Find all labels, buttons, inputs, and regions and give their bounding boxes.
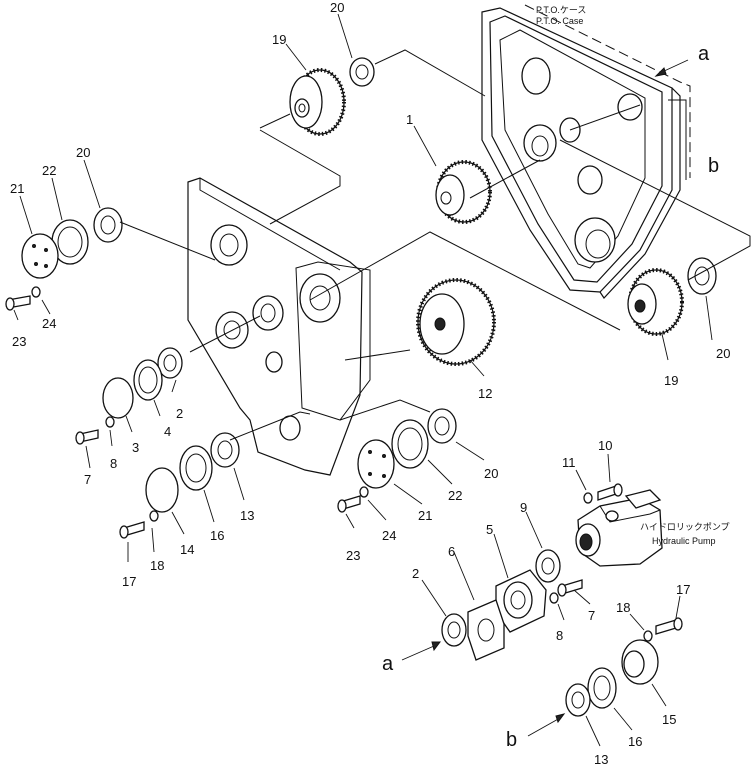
- part-label: 13: [240, 508, 254, 523]
- part-label: 14: [180, 542, 194, 557]
- part-label: 4: [164, 424, 171, 439]
- arrow-b-bottom: [527, 713, 566, 737]
- bolt-7: [75, 416, 115, 445]
- cover-21-mid: [357, 439, 395, 489]
- caption-hydraulic-pump-jp: ハイドロリックポンプ: [640, 522, 730, 532]
- part-label: 18: [150, 558, 164, 573]
- part-label: 21: [10, 181, 24, 196]
- assembly-lines: [119, 49, 751, 441]
- part-label: 1: [406, 112, 413, 127]
- gear-12: [416, 278, 496, 366]
- part-label: 7: [84, 472, 91, 487]
- part-label: 13: [594, 752, 608, 767]
- part-label: 23: [346, 548, 360, 563]
- part-label: 2: [176, 406, 183, 421]
- caption-pto-case-en: P.T.O. Case: [536, 16, 583, 26]
- bearing-20-right: [687, 257, 717, 295]
- bearing-20-mid: [427, 408, 457, 444]
- part-label: 12: [478, 386, 492, 401]
- part-label: 19: [664, 373, 678, 388]
- callout-a-top: a: [698, 43, 710, 65]
- bolt-17: [119, 510, 159, 539]
- callout-b-bottom: b: [506, 729, 517, 751]
- cover-14: [145, 467, 179, 513]
- bearing-13-low: [565, 683, 591, 717]
- caption-pto-case-jp: P.T.O.ケース: [536, 5, 586, 15]
- part-label: 11: [562, 455, 576, 470]
- gasket-6: [467, 599, 505, 661]
- gasket-22-mid: [391, 419, 429, 469]
- bearing-2: [157, 347, 183, 379]
- part-label: 21: [418, 508, 432, 523]
- part-label: 7: [588, 608, 595, 623]
- bearing-13: [210, 432, 240, 468]
- bolt-23-mid: [337, 486, 369, 513]
- part-label: 9: [520, 500, 527, 515]
- part-label: 22: [42, 163, 56, 178]
- part-label: 8: [110, 456, 117, 471]
- part-label: 20: [76, 145, 90, 160]
- bolt-10: [583, 483, 623, 504]
- part-label: 6: [448, 544, 455, 559]
- callout-b-top: b: [708, 155, 719, 177]
- cover-3: [102, 377, 134, 419]
- part-label: 20: [484, 466, 498, 481]
- part-label: 17: [676, 582, 690, 597]
- part-label: 8: [556, 628, 563, 643]
- gasket-4: [133, 359, 163, 401]
- gasket-16-low: [587, 667, 617, 709]
- part-label: 24: [42, 316, 56, 331]
- cover-plate: [187, 177, 371, 476]
- part-label: 22: [448, 488, 462, 503]
- part-label: 15: [662, 712, 676, 727]
- arrow-a-bottom: [401, 641, 441, 661]
- bearing-20-top: [349, 57, 375, 87]
- gear-1: [435, 160, 492, 224]
- part-label: 17: [122, 574, 136, 589]
- part-label: 2: [412, 566, 419, 581]
- caption-hydraulic-pump-en: Hydraulic Pump: [652, 536, 716, 546]
- bolt-23-left: [5, 286, 41, 311]
- part-label: 16: [210, 528, 224, 543]
- leader-lines: [13, 13, 713, 747]
- part-label: 19: [272, 32, 286, 47]
- cover-15: [621, 639, 659, 685]
- bearing-20-left: [93, 207, 123, 243]
- part-label: 20: [330, 0, 344, 15]
- part-label: 23: [12, 334, 26, 349]
- hydraulic-pump: [575, 489, 663, 567]
- arrow-a-top: [654, 59, 689, 77]
- bearing-2-low: [441, 613, 467, 647]
- part-label: 10: [598, 438, 612, 453]
- part-label: 18: [616, 600, 630, 615]
- bolt-17-low: [643, 617, 683, 642]
- part-label: 24: [382, 528, 396, 543]
- pto-case: [481, 7, 681, 299]
- case-boundary: [524, 4, 691, 178]
- part-label: 20: [716, 346, 730, 361]
- cover-21-left: [21, 233, 59, 279]
- part-label: 16: [628, 734, 642, 749]
- gasket-9: [535, 549, 561, 583]
- gear-19-right: [627, 268, 684, 336]
- part-label: 3: [132, 440, 139, 455]
- gear-19-top: [289, 68, 346, 136]
- bolt-7-low: [549, 579, 583, 604]
- part-label: 5: [486, 522, 493, 537]
- gasket-16: [179, 445, 213, 491]
- callout-a-bottom: a: [382, 653, 394, 675]
